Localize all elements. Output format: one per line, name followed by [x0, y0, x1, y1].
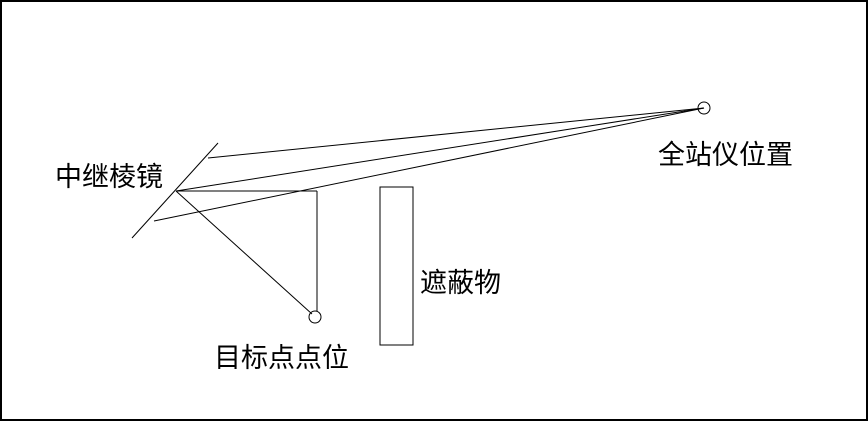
- target-point-circle: [308, 310, 322, 324]
- relay-prism-label: 中继棱镜: [55, 162, 163, 193]
- total-station-circle: [697, 101, 711, 115]
- obstacle-rect: [379, 186, 414, 346]
- sight-line-bottom: [153, 107, 705, 222]
- relay-prism-mirror: [131, 142, 219, 239]
- sight-line-top: [207, 107, 705, 159]
- total-station-label: 全站仪位置: [658, 140, 793, 171]
- diagonal-ray: [175, 190, 313, 315]
- sight-line-middle: [175, 107, 705, 192]
- obstacle-label: 遮蔽物: [420, 268, 501, 299]
- target-point-label: 目标点点位: [214, 343, 349, 374]
